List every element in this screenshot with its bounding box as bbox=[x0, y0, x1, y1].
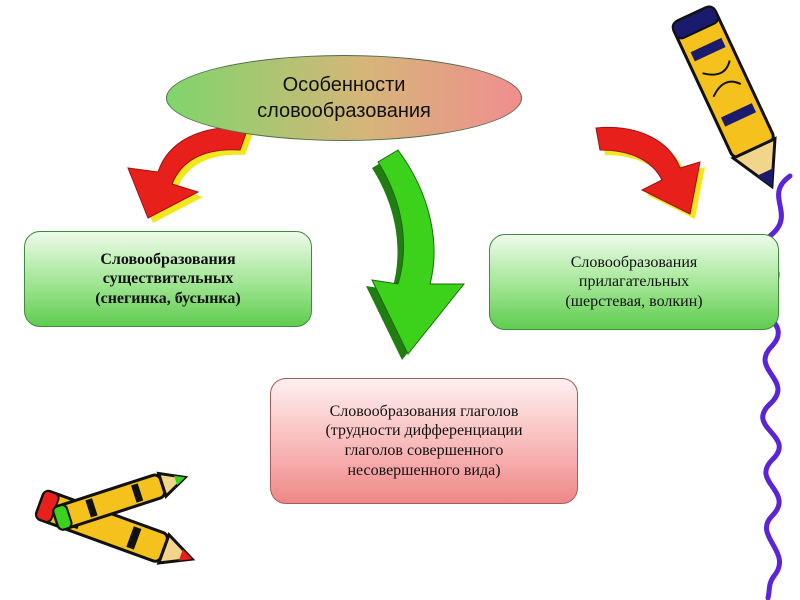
nouns-line-3: (снегинка, бусынка) bbox=[95, 289, 241, 307]
red-arrow-left-icon bbox=[127, 126, 253, 223]
title-line-1: Особенности bbox=[282, 74, 406, 96]
crayon-top-right-icon bbox=[671, 5, 777, 190]
adjectives-line-2: прилагательных bbox=[578, 273, 690, 291]
green-arrow-center-icon bbox=[366, 149, 466, 360]
verbs-line-3: глаголов совершенного bbox=[344, 442, 504, 459]
red-arrow-right-icon bbox=[595, 126, 705, 219]
adjectives-line-1: Словообразования bbox=[570, 253, 698, 271]
verbs-box: Словообразования глаголов (трудности диф… bbox=[270, 378, 578, 504]
adjectives-box: Словообразования прилагательных (шерстев… bbox=[489, 234, 779, 330]
title-line-2: словообразования bbox=[257, 100, 431, 122]
nouns-line-2: существительных bbox=[102, 270, 234, 288]
verbs-line-2: (трудности дифференциации bbox=[325, 422, 523, 440]
adjectives-line-3: (шерстевая, волкин) bbox=[565, 292, 703, 310]
title-ellipse: Особенности словообразования bbox=[166, 55, 522, 141]
verbs-line-4: несовершенного вида) bbox=[347, 461, 501, 479]
crayon-bottom-left-2-icon bbox=[52, 471, 189, 531]
nouns-box: Словообразования существительных (снегин… bbox=[24, 231, 312, 327]
nouns-line-1: Словообразования bbox=[100, 250, 236, 268]
verbs-line-1: Словообразования глаголов bbox=[329, 402, 519, 420]
